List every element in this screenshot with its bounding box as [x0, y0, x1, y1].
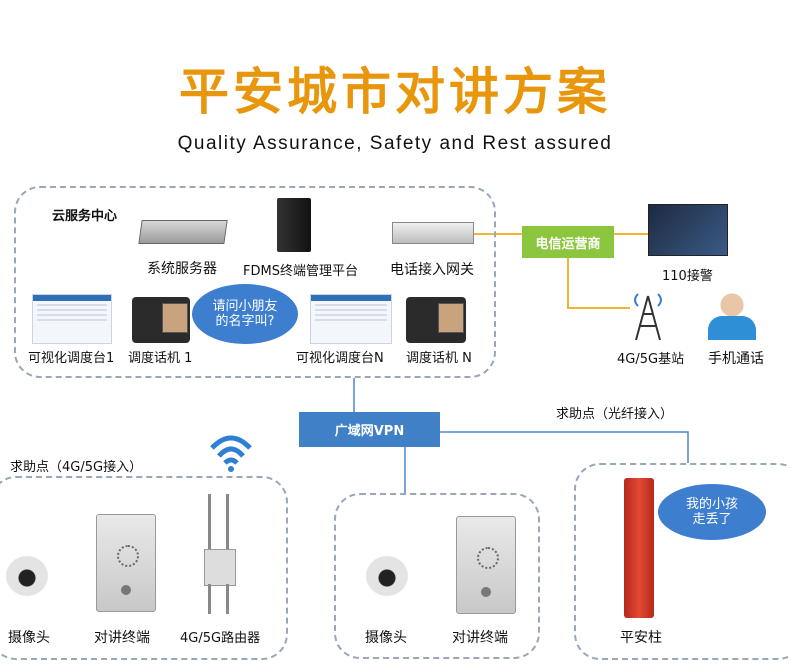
system-server-label: 系统服务器	[147, 261, 217, 277]
console-screen-n	[310, 294, 392, 344]
gateway-icon	[392, 222, 474, 244]
dispatch-phone-n-label: 调度话机 N	[406, 351, 472, 366]
group-right-box	[574, 463, 790, 660]
camera-icon-mid	[366, 556, 408, 596]
wan-right-line	[440, 431, 689, 463]
console-n-label: 可视化调度台N	[296, 351, 384, 366]
camera-left-label: 摄像头	[8, 630, 50, 646]
dispatch-phone-1-icon	[132, 297, 190, 343]
safety-pillar-icon	[624, 478, 654, 618]
server-icon	[138, 220, 228, 244]
question-bubble: 请问小朋友的名字叫?	[192, 284, 298, 344]
camera-mid-label: 摄像头	[365, 630, 407, 646]
phone-gateway-label: 电话接入网关	[390, 262, 474, 278]
wifi-icon	[210, 435, 252, 472]
mobile-user-shirt	[708, 316, 756, 340]
telecom-label: 电信运营商	[535, 236, 601, 252]
intercom-terminal-mid-icon	[456, 516, 516, 614]
intercom-mid-label: 对讲终端	[452, 630, 508, 646]
police-110-label: 110接警	[662, 269, 713, 284]
antenna-tower-icon	[634, 293, 662, 341]
question-bubble-text: 请问小朋友的名字叫?	[212, 299, 278, 329]
help-point-fiber-label: 求助点（光纤接入）	[556, 407, 674, 422]
lost-child-bubble: 我的小孩走丢了	[658, 484, 766, 540]
base-station-label: 4G/5G基站	[617, 352, 685, 367]
intercom-left-label: 对讲终端	[94, 630, 150, 646]
mobile-call-label: 手机通话	[708, 351, 764, 367]
console-1-label: 可视化调度台1	[28, 351, 115, 366]
intercom-terminal-left-icon	[96, 514, 156, 612]
camera-icon-left	[6, 556, 48, 596]
lost-child-bubble-text: 我的小孩走丢了	[685, 497, 738, 527]
telecom-box: 电信运营商	[522, 226, 614, 258]
dispatch-phone-n-icon	[406, 297, 466, 343]
page-title: 平安城市对讲方案	[179, 63, 611, 121]
pillar-label: 平安柱	[620, 630, 662, 646]
help-point-4g-label: 求助点（4G/5G接入）	[10, 460, 143, 475]
console-screen-1	[32, 294, 112, 344]
group-left-box	[0, 476, 288, 660]
wan-vpn-label: 广域网VPN	[334, 424, 405, 439]
group-mid-box	[334, 493, 540, 659]
cloud-center-box	[14, 186, 496, 378]
page-subtitle: Quality Assurance, Safety and Rest assur…	[177, 133, 613, 154]
wan-vpn-box: 广域网VPN	[299, 412, 440, 447]
cloud-center-label: 云服务中心	[52, 209, 118, 224]
router-label: 4G/5G路由器	[180, 631, 261, 646]
police-110-photo	[648, 204, 728, 256]
fdms-label: FDMS终端管理平台	[243, 264, 358, 279]
tower-server-icon	[277, 198, 311, 252]
dispatch-phone-1-label: 调度话机 1	[128, 351, 193, 366]
router-icon	[204, 494, 236, 614]
telecom-basestation-line	[567, 258, 630, 309]
